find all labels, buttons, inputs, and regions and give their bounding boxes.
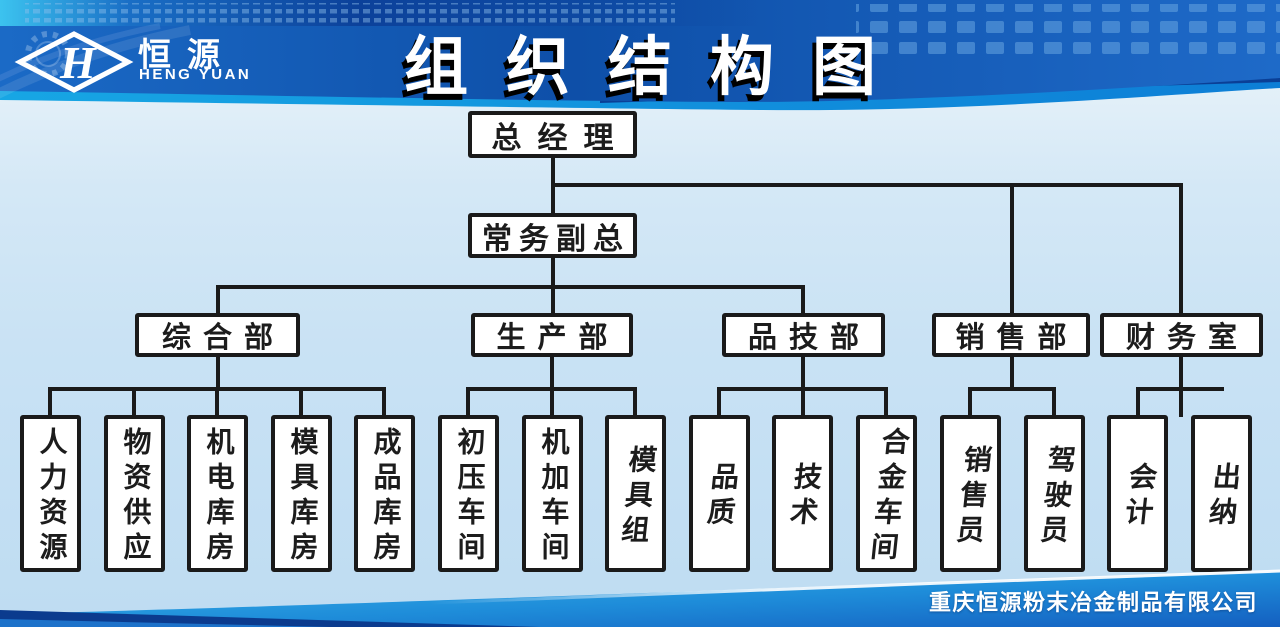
org-node-label: 机电库房 (202, 427, 234, 567)
connector-finance (1136, 355, 1224, 417)
pixel-squares-small (25, 3, 675, 26)
org-node-dept-sales: 销售部 (932, 313, 1090, 357)
org-node-label: 品质 (700, 462, 740, 532)
org-node-dept-production: 生产部 (471, 313, 633, 357)
org-node-label: 合金车间 (864, 427, 910, 567)
gear-icon (25, 31, 71, 77)
logo-name-chinese: 恒源 (138, 38, 236, 74)
org-node-deputy-general-manager: 常务副总 (468, 213, 637, 258)
org-node-unit-driver: 驾驶员 (1024, 415, 1085, 572)
leaf-streak (0, 25, 191, 99)
org-node-label: 驾驶员 (1033, 444, 1077, 550)
footer-cyan-band (0, 571, 1280, 627)
org-node-label: 物资供应 (119, 427, 151, 567)
org-node-unit-machining-workshop: 机加车间 (522, 415, 583, 572)
org-node-label: 出纳 (1202, 462, 1242, 532)
org-node-dept-quality-tech: 品技部 (722, 313, 885, 357)
connector-deputy (216, 255, 805, 315)
org-node-label: 总经理 (491, 121, 630, 155)
connector-comprehensive (48, 355, 386, 417)
pixel-squares-large (856, 4, 1280, 62)
org-node-label: 销售部 (955, 322, 1079, 354)
org-node-label: 销售员 (949, 444, 993, 550)
connector-root (551, 156, 1183, 315)
org-node-unit-mold-warehouse: 模具库房 (271, 415, 332, 572)
org-node-label: 模具库房 (286, 427, 318, 567)
logo-name-english: HENG YUAN (139, 66, 252, 83)
company-name: 重庆恒源粉末冶金制品有限公司 (928, 590, 1258, 615)
org-node-label: 初压车间 (453, 427, 485, 567)
footer-highlight-line (429, 569, 1280, 605)
org-node-label: 生产部 (496, 322, 620, 354)
org-node-unit-salesperson: 销售员 (940, 415, 1001, 572)
org-node-unit-quality: 品质 (689, 415, 750, 572)
header-banner: H 恒源 HENG YUAN 组织结构图 (0, 0, 1280, 112)
connector-production (466, 355, 637, 417)
org-node-unit-material-supply: 物资供应 (104, 415, 165, 572)
header-background (0, 0, 1280, 111)
org-node-label: 常务副总 (482, 222, 630, 256)
org-node-unit-human-resources: 人力资源 (20, 415, 81, 572)
connector-sales (968, 355, 1056, 417)
org-node-label: 技术 (783, 462, 823, 532)
company-logo: H 恒源 HENG YUAN (10, 22, 370, 102)
org-node-unit-mold-group: 模具组 (605, 415, 666, 572)
org-node-label: 人力资源 (35, 427, 67, 567)
org-node-unit-alloy-workshop: 合金车间 (856, 415, 917, 572)
org-node-label: 成品库房 (369, 427, 401, 567)
org-node-unit-initial-press-workshop: 初压车间 (438, 415, 499, 572)
page-title: 组织结构图 (404, 31, 914, 103)
org-node-label: 品技部 (747, 322, 871, 354)
connector-quality-tech (717, 355, 888, 417)
org-node-unit-electromech-warehouse: 机电库房 (187, 415, 248, 572)
org-node-dept-finance: 财务室 (1100, 313, 1263, 357)
org-node-label: 模具组 (614, 444, 658, 550)
logo-mark: H (14, 31, 134, 93)
org-node-general-manager: 总经理 (468, 111, 637, 158)
org-node-label: 财务室 (1125, 322, 1249, 354)
leaf-streak (0, 23, 161, 82)
org-node-label: 机加车间 (537, 427, 569, 567)
org-node-label: 综合部 (161, 322, 285, 354)
org-node-dept-comprehensive: 综合部 (135, 313, 300, 357)
org-node-unit-finished-goods-warehouse: 成品库房 (354, 415, 415, 572)
footer-background (0, 569, 1280, 627)
footer-blue-wedge (0, 619, 330, 627)
org-node-unit-cashier: 出纳 (1191, 415, 1252, 572)
footer-banner: 重庆恒源粉末冶金制品有限公司 (0, 565, 1280, 627)
diamond-logo-icon (14, 31, 134, 93)
org-node-unit-technology: 技术 (772, 415, 833, 572)
org-node-label: 会计 (1118, 462, 1158, 532)
org-node-unit-accountant: 会计 (1107, 415, 1168, 572)
logo-monogram: H (59, 37, 97, 88)
